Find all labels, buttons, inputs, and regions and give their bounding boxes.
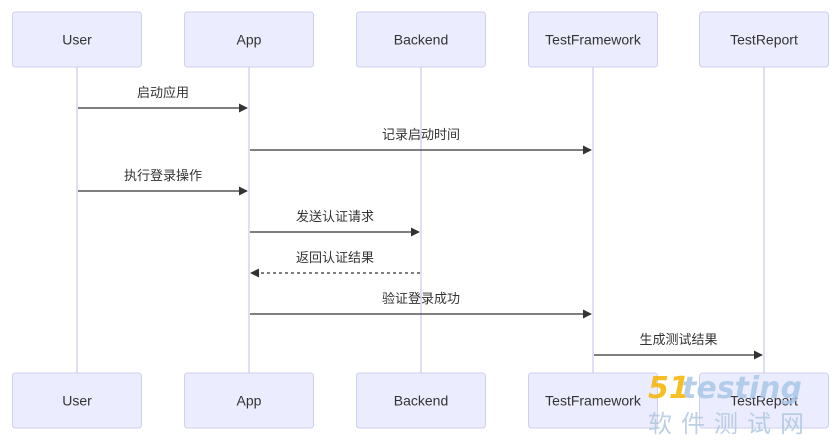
message-4: 发送认证请求 xyxy=(250,209,420,237)
message-label: 执行登录操作 xyxy=(124,168,202,184)
message-7: 生成测试结果 xyxy=(594,333,763,360)
watermark-digits: 51 xyxy=(648,371,690,406)
actor-label: TestFramework xyxy=(545,32,642,48)
actor-box xyxy=(699,11,829,68)
message-label: 记录启动时间 xyxy=(382,128,460,143)
actor-label: TestReport xyxy=(730,393,798,409)
watermark-cn: 软件测试网 xyxy=(648,410,813,438)
actor-label: User xyxy=(62,32,92,48)
message-5: 返回认证结果 xyxy=(250,251,420,278)
actor-user-top: User xyxy=(12,11,142,68)
message-6: 验证登录成功 xyxy=(250,291,592,319)
actor-user-bottom: User xyxy=(12,372,142,429)
lifelines xyxy=(76,67,765,373)
actor-report-top: TestReport xyxy=(699,11,829,68)
actor-app-top: App xyxy=(184,11,314,68)
actor-label: Backend xyxy=(394,32,448,48)
message-3: 执行登录操作 xyxy=(78,168,248,196)
actor-label: TestReport xyxy=(730,32,798,48)
actor-box xyxy=(12,11,142,68)
message-label: 启动应用 xyxy=(137,85,189,101)
message-label: 发送认证请求 xyxy=(296,209,374,225)
message-label: 验证登录成功 xyxy=(382,291,460,307)
actor-box xyxy=(699,372,829,429)
watermark-word: testing xyxy=(682,371,802,406)
actor-box xyxy=(12,372,142,429)
actor-backend-bottom: Backend xyxy=(356,372,486,429)
actor-box xyxy=(356,11,486,68)
actor-app-bottom: App xyxy=(184,372,314,429)
message-label: 返回认证结果 xyxy=(296,251,374,266)
actor-label: TestFramework xyxy=(545,393,642,409)
message-1: 启动应用 xyxy=(78,85,248,113)
actor-label: App xyxy=(237,32,262,48)
actor-framework-top: TestFramework xyxy=(528,11,658,68)
actor-box xyxy=(356,372,486,429)
actor-framework-bottom: TestFramework xyxy=(528,372,658,429)
actor-box xyxy=(184,372,314,429)
actors-top-row: User App Backend TestFramework TestReport xyxy=(12,11,829,68)
actor-box xyxy=(528,11,658,68)
watermark: 51 testing 软件测试网 xyxy=(648,371,813,438)
actor-report-bottom: TestReport xyxy=(699,372,829,429)
actors-bottom-row: User App Backend TestFramework TestReport xyxy=(12,372,829,429)
actor-label: User xyxy=(62,393,92,409)
actor-label: App xyxy=(237,393,262,409)
actor-box xyxy=(184,11,314,68)
actor-label: Backend xyxy=(394,393,448,409)
actor-backend-top: Backend xyxy=(356,11,486,68)
message-label: 生成测试结果 xyxy=(639,333,717,348)
message-2: 记录启动时间 xyxy=(250,128,592,155)
actor-box xyxy=(528,372,658,429)
